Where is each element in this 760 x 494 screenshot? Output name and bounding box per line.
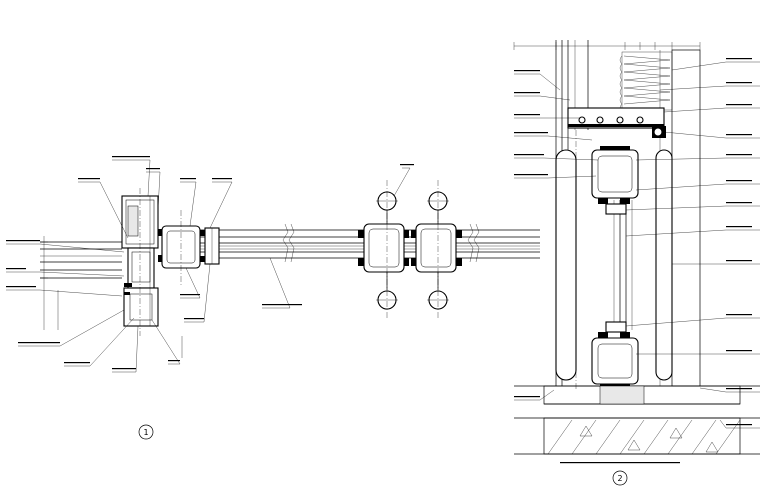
detail-marker-2-label: 2 <box>617 474 622 483</box>
spider-fittings <box>376 180 449 318</box>
upper-transom-profile <box>591 146 639 215</box>
leader-annotations-2 <box>514 58 760 464</box>
detail-marker-2: 2 <box>612 470 628 486</box>
detail-2-vertical-section: 2 <box>513 40 760 486</box>
lower-transom-profile <box>591 321 639 388</box>
dimension-lines-left <box>40 236 59 330</box>
break-symbols <box>282 223 480 263</box>
top-dimension-string <box>513 42 701 50</box>
detail-marker-1-label: 1 <box>143 428 148 437</box>
glazing-mullion-a <box>158 210 220 285</box>
insulation-layer <box>619 51 673 113</box>
left-corner-mullion <box>121 188 159 336</box>
top-bracket <box>567 107 666 138</box>
glass-panel-lines <box>40 229 540 279</box>
detail-1-horizontal-section: 1 <box>6 156 540 440</box>
leader-annotations <box>6 156 414 373</box>
glazing-mullion-b <box>358 223 409 273</box>
glazing-mullion-c <box>411 223 462 273</box>
detail-marker-1: 1 <box>138 424 154 440</box>
floor-slab <box>514 385 760 455</box>
